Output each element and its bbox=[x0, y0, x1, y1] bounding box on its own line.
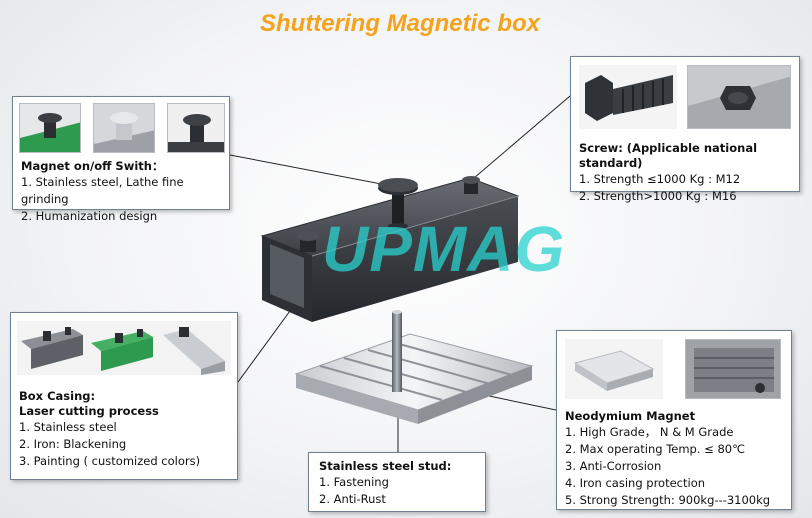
list-item: 1. Stainless steel bbox=[19, 420, 117, 434]
switch-feature-list: 1. Stainless steel, Lathe fine grinding … bbox=[21, 174, 229, 225]
casing-heading: Box Casing: bbox=[19, 389, 96, 403]
leader-line-switch bbox=[229, 154, 393, 187]
neodymium-magnet-block bbox=[294, 333, 534, 424]
box-casing-callout: Box Casing: Laser cutting process 1. Sta… bbox=[10, 312, 238, 480]
list-item: 1. Strength ≤1000 Kg : M12 bbox=[579, 172, 741, 186]
stud-heading: Stainless steel stud: bbox=[319, 459, 452, 473]
list-item: 2. Anti-Rust bbox=[319, 492, 386, 506]
casing-photo-stainless bbox=[157, 321, 231, 375]
screw-feature-list: 1. Strength ≤1000 Kg : M12 2. Strength>1… bbox=[579, 171, 799, 205]
switch-heading: Magnet on/off Swith： bbox=[21, 159, 164, 173]
screw-heading: Screw: (Applicable national standard) bbox=[579, 141, 758, 170]
list-item: 2. Max operating Temp. ≤ 80℃ bbox=[565, 442, 745, 456]
screw-right bbox=[462, 176, 480, 194]
leader-line-screw bbox=[473, 95, 571, 179]
list-item: 1. Fastening bbox=[319, 475, 389, 489]
casing-subheading: Laser cutting process bbox=[19, 404, 159, 418]
magnet-photo-casing bbox=[685, 339, 781, 399]
page-title: Shuttering Magnetic box bbox=[259, 10, 540, 37]
screw-photo-bolt bbox=[579, 65, 677, 129]
stainless-steel-stud bbox=[392, 310, 402, 392]
list-item: 2. Humanization design bbox=[21, 209, 158, 223]
list-item: 4. Iron casing protection bbox=[565, 476, 706, 490]
magnet-heading: Neodymium Magnet bbox=[565, 409, 696, 423]
switch-photo-green bbox=[19, 103, 81, 153]
brand-watermark: UPMAG bbox=[322, 213, 566, 285]
casing-photo-steel bbox=[17, 321, 87, 375]
box-casing bbox=[260, 177, 520, 322]
stud-feature-list: 1. Fastening 2. Anti-Rust bbox=[319, 474, 475, 508]
list-item: 3. Painting ( customized colors) bbox=[19, 454, 201, 468]
casing-photo-green bbox=[87, 321, 157, 375]
list-item: 1. High Grade， N & M Grade bbox=[565, 425, 734, 439]
list-item: 1. Stainless steel, Lathe fine grinding bbox=[21, 175, 184, 206]
list-item: 2. Iron: Blackening bbox=[19, 437, 127, 451]
list-item: 5. Strong Strength: 900kg---3100kg bbox=[565, 493, 771, 507]
magnet-feature-list: 1. High Grade， N & M Grade 2. Max operat… bbox=[565, 424, 770, 509]
switch-photo-steel bbox=[93, 103, 155, 153]
list-item: 2. Strength>1000 Kg : M16 bbox=[579, 189, 737, 203]
magnet-photo-block bbox=[565, 339, 663, 399]
switch-photo-black bbox=[167, 103, 225, 153]
switch-knob bbox=[378, 178, 418, 229]
screw-callout: Screw: (Applicable national standard) 1.… bbox=[570, 56, 800, 203]
stud-callout: Stainless steel stud: 1. Fastening 2. An… bbox=[308, 452, 486, 512]
magnet-callout: Neodymium Magnet 1. High Grade， N & M Gr… bbox=[556, 330, 792, 510]
screw-left bbox=[297, 231, 319, 252]
switch-callout: Magnet on/off Swith： 1. Stainless steel,… bbox=[12, 96, 230, 223]
casing-feature-list: 1. Stainless steel 2. Iron: Blackening 3… bbox=[19, 419, 200, 470]
leader-line-casing bbox=[237, 299, 299, 383]
list-item: 3. Anti-Corrosion bbox=[565, 459, 662, 473]
screw-photo-mounted bbox=[687, 65, 791, 129]
